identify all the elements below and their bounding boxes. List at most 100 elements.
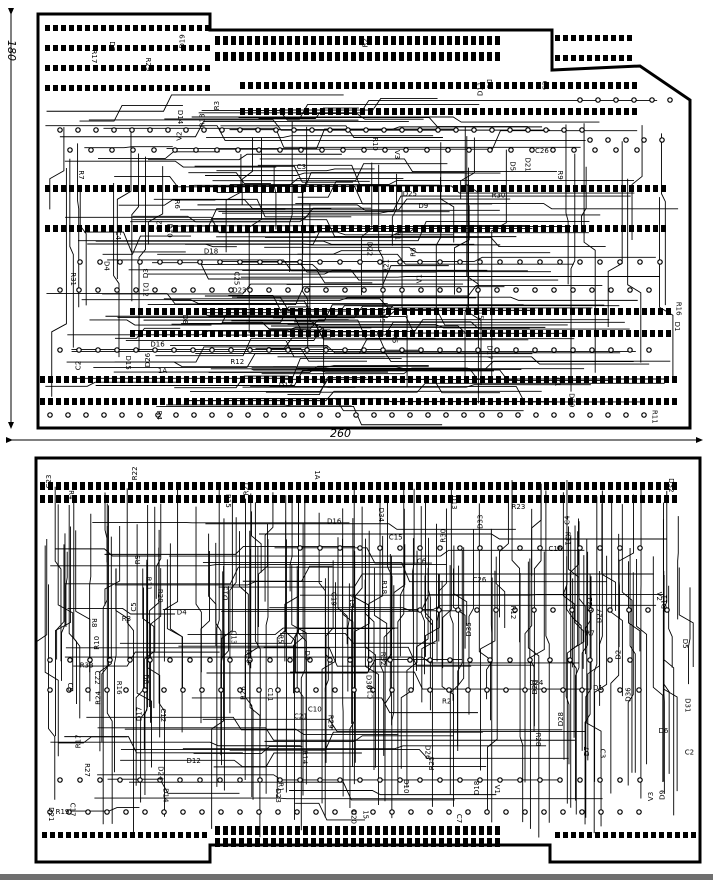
bottom-component-label: D15 [222, 586, 230, 600]
top-component-label: D7 [108, 41, 116, 51]
bottom-component-label: R11 [144, 577, 152, 591]
top-board: D12D6D8D2D13D1D29D17D4D15D14D18D16D19D10… [36, 12, 692, 430]
top-component-label: C1 [554, 377, 562, 386]
top-component-label: 1A [158, 367, 167, 375]
bottom-component-label: C9 [66, 683, 74, 692]
bottom-component-label: R33 [80, 662, 94, 670]
bottom-component-label: C19 [329, 592, 337, 606]
top-edge-connector-upper [215, 36, 500, 45]
top-component-label: V2 [176, 132, 184, 141]
top-component-label: V3 [393, 150, 401, 159]
top-board-pads [40, 25, 677, 418]
bottom-component-label: R1 [277, 782, 285, 791]
top-left-pad-row-4 [45, 85, 210, 91]
bottom-component-label: D23 [274, 789, 282, 803]
bottom-component-label: D16 [327, 517, 342, 525]
top-vias-3 [77, 259, 663, 265]
top-component-label: R3 [213, 101, 221, 110]
bottom-component-label: V3 [647, 792, 655, 801]
bottom-component-label: D35 [465, 622, 473, 636]
top-component-label: D6 [485, 79, 493, 89]
bottom-component-label: C10 [308, 705, 322, 713]
top-component-label: D12 [142, 283, 150, 297]
top-vias-4 [57, 287, 652, 293]
top-component-label: C4 [114, 231, 122, 241]
top-right-pad-row-1 [555, 35, 632, 41]
bottom-vias-2 [47, 687, 642, 693]
top-component-label: R29 [144, 58, 152, 72]
top-component-label: R8 [410, 247, 418, 256]
bottom-component-label: D21 [47, 807, 55, 821]
bottom-component-label: R27 [83, 763, 91, 777]
top-vias-8 [587, 137, 665, 143]
bottom-component-label: R2 [442, 697, 451, 705]
bottom-component-label: R23 [512, 503, 526, 511]
top-component-label: R11 [651, 410, 659, 424]
top-component-label: R30 [492, 191, 506, 199]
bottom-component-label: 1A [313, 470, 321, 479]
bottom-component-label: C22 [93, 671, 101, 685]
bottom-component-label: C24 [530, 679, 544, 687]
bottom-component-label: R8 [90, 618, 98, 627]
top-board-labels: D12D6D8D2D13D1D29D17D4D15D14D18D16D19D10… [69, 34, 683, 423]
bottom-component-label: C13 [230, 631, 238, 645]
top-ic-row-5 [130, 308, 671, 315]
top-vias-5 [57, 347, 652, 353]
bottom-component-label: D36 [625, 687, 633, 702]
bottom-component-label: R7 [585, 629, 594, 637]
top-component-label: D29 [567, 393, 575, 407]
bottom-board-traces [34, 480, 694, 838]
bottom-component-label: R18 [380, 580, 388, 594]
bottom-vias-1 [47, 657, 633, 663]
top-component-label: 15 [477, 311, 485, 320]
bottom-component-label: R28 [534, 733, 542, 747]
top-component-label: R16 [675, 302, 683, 316]
bottom-left-pad-row [42, 832, 207, 838]
bottom-component-label: C3 [599, 749, 607, 758]
width-dimension-label: 260 [330, 427, 351, 440]
top-component-label: D1 [673, 322, 681, 332]
bottom-component-label: D22 [586, 597, 594, 611]
top-ic-row-4 [45, 225, 666, 232]
dimension-marks: 260 180 [5, 8, 703, 443]
bottom-component-label: R15 [224, 494, 232, 508]
top-component-label: R18 [199, 114, 207, 128]
bottom-component-label: R19 [56, 808, 70, 816]
bottom-vias-4 [47, 809, 642, 815]
top-ic-row-7 [40, 376, 677, 383]
top-left-pad-row-1 [45, 25, 210, 31]
top-component-label: D14 [176, 110, 184, 125]
top-ic-row-1 [240, 82, 637, 89]
bottom-component-label: R3 [122, 615, 131, 623]
top-component-label: D21 [524, 158, 532, 172]
top-component-label: D4 [103, 261, 111, 271]
bottom-vias-3 [57, 777, 643, 783]
bottom-component-label: D27 [596, 609, 604, 623]
top-component-label: D17 [485, 345, 493, 359]
top-component-label: D3 [142, 268, 150, 278]
bottom-component-label: D11 [661, 595, 669, 609]
top-component-label: R4 [155, 411, 163, 421]
bottom-component-label: D10 [402, 779, 410, 793]
top-vias-2 [67, 147, 640, 153]
top-component-label: C26 [535, 147, 549, 155]
bottom-component-label: C4 [564, 515, 572, 525]
top-ic-row-6 [130, 330, 671, 337]
bottom-component-label: D2 [614, 650, 622, 660]
bottom-component-label: R32 [379, 652, 387, 666]
bottom-component-label: C26 [473, 576, 487, 584]
bottom-vertical-traces [34, 480, 694, 838]
top-component-label: R17 [90, 50, 98, 64]
bottom-component-label: D28 [557, 712, 565, 726]
bottom-component-label: D12 [187, 757, 201, 765]
top-vias-1 [57, 127, 585, 133]
bottom-component-label: D1 [593, 684, 603, 692]
top-board-outline [36, 12, 692, 430]
bottom-component-label: D3 [303, 651, 311, 661]
bottom-component-label: R4 [67, 490, 75, 500]
top-component-label: D26 [144, 352, 152, 367]
bottom-component-label: C6 [417, 557, 427, 565]
top-component-label: D9 [418, 202, 428, 210]
bottom-board-outline [34, 456, 702, 864]
